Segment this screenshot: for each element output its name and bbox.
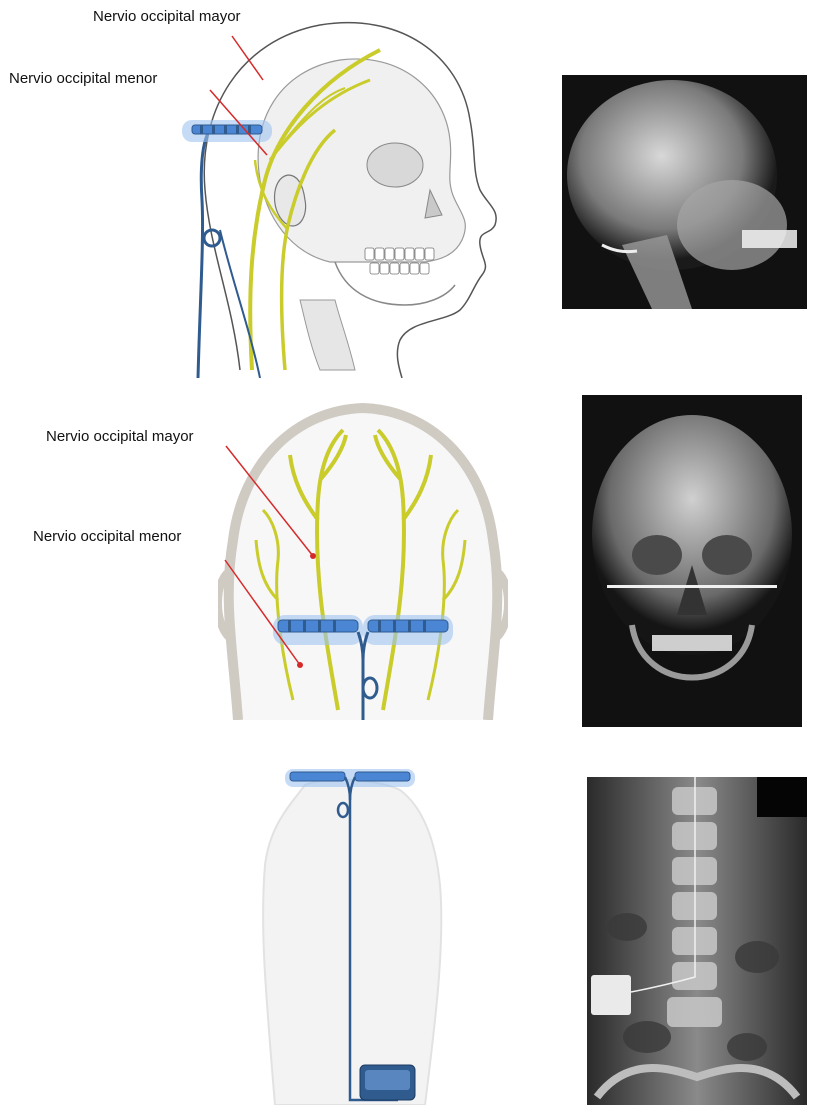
electrode-array-right	[355, 772, 410, 781]
teeth-shadow	[652, 635, 732, 651]
electrode-line-xray	[607, 585, 777, 588]
electrode-array-left	[290, 772, 345, 781]
right-orbit-shadow	[702, 535, 752, 575]
torso-illustration	[250, 765, 450, 1105]
skull-ap-shadow	[592, 415, 792, 655]
pointer-lesser-occipital-posterior	[225, 560, 300, 665]
lumbar-spine-xray	[587, 777, 807, 1105]
torso-outline	[263, 780, 441, 1105]
frontal-skull-xray	[582, 395, 802, 727]
pointer-greater-occipital-posterior	[226, 446, 313, 556]
generator-shadow	[591, 975, 631, 1015]
left-orbit-shadow	[632, 535, 682, 575]
